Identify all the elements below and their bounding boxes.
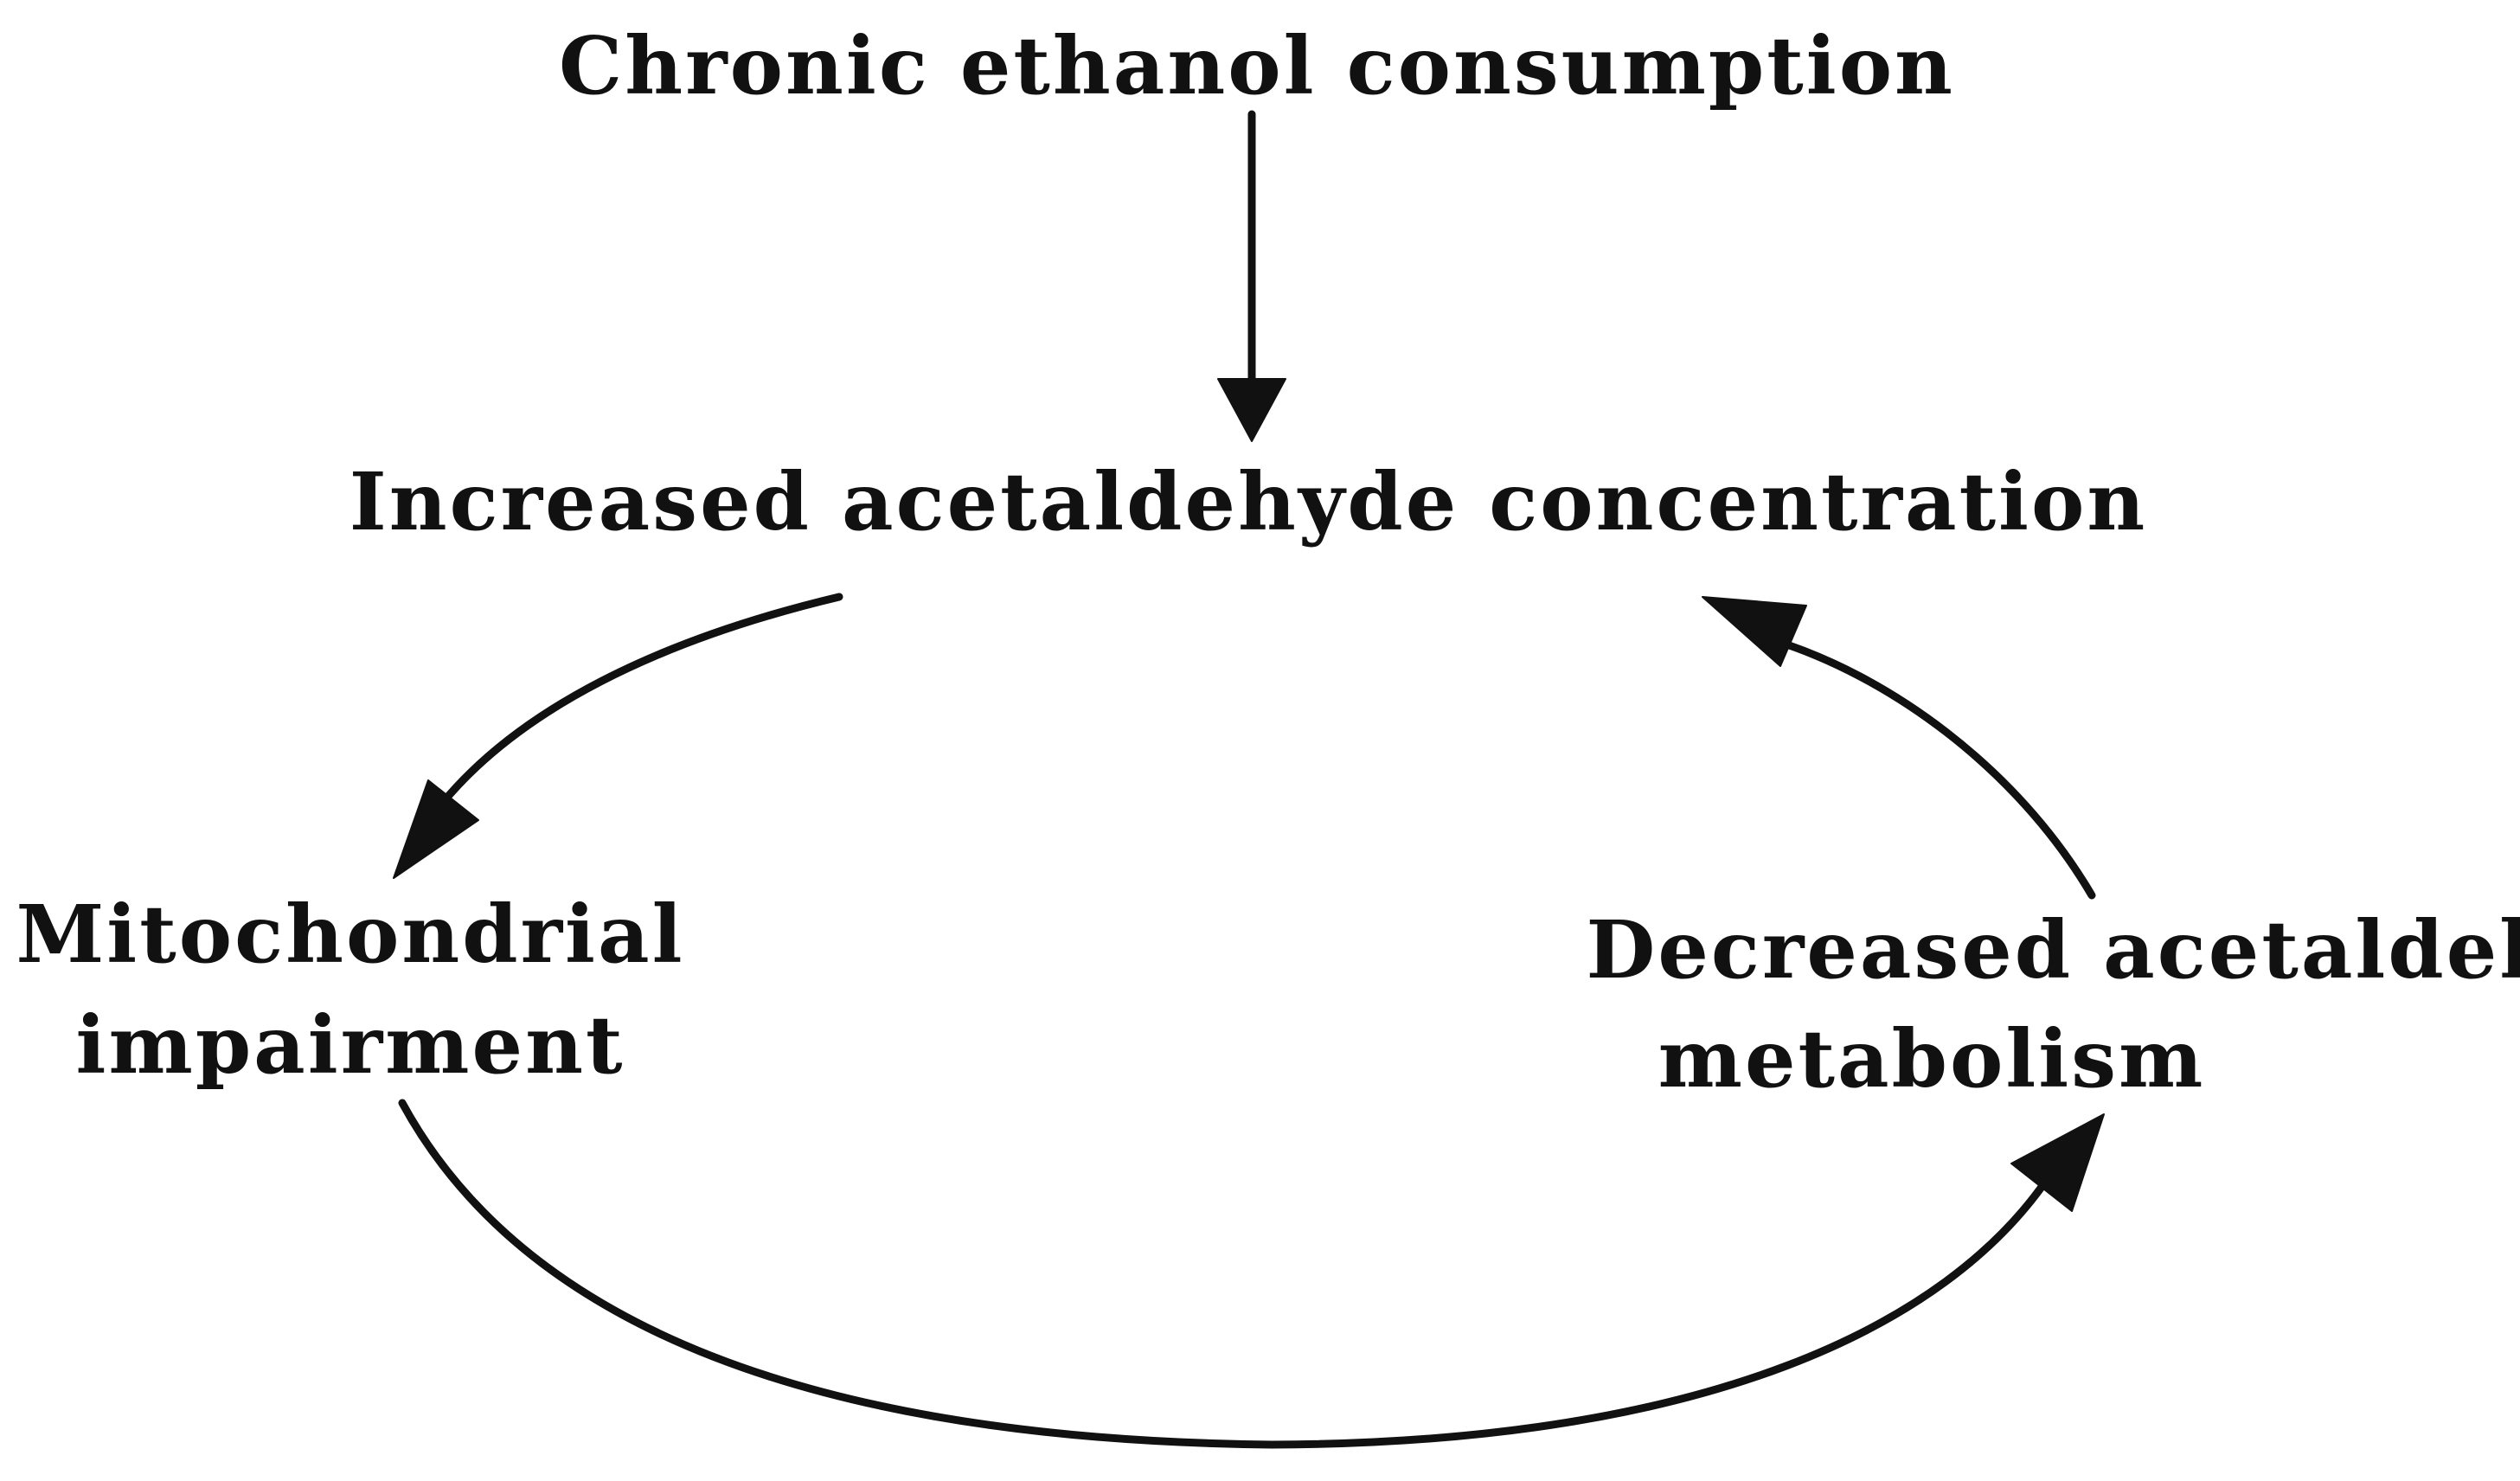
node-increased-acetaldehyde-concentration: Increased acetaldehyde concentration [349,455,2148,548]
arrowhead [393,779,479,879]
arrow-shaft [437,593,843,809]
node-decreased-acetaldehyde-metabolism-line1: Decreased acetaldehyde [1587,903,2520,997]
arrow-metabolism-to-acetaldehyde [1702,596,2096,900]
arrow-ethanol-to-acetaldehyde [1217,110,1286,442]
arrow-mitochondrial-to-metabolism [398,1099,2105,1449]
arrowhead [1217,378,1286,442]
node-chronic-ethanol-consumption: Chronic ethanol consumption [559,19,1955,112]
node-mitochondrial-impairment-line1: Mitochondrial [16,888,684,981]
arrow-shaft [398,1099,2050,1449]
arrowhead [1702,596,1807,667]
node-mitochondrial-impairment-line2: impairment [76,998,625,1092]
arrowhead [2010,1113,2105,1212]
arrow-shaft [1769,636,2096,900]
arrow-acetaldehyde-to-mitochondrial [393,593,843,879]
node-decreased-acetaldehyde-metabolism-line2: metabolism [1658,1012,2206,1106]
